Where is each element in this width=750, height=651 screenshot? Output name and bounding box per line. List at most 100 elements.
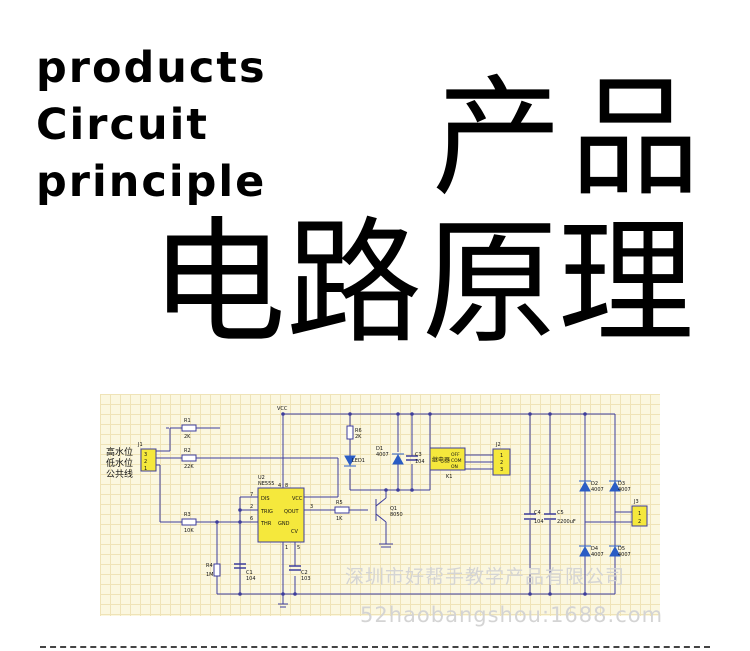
dashed-divider: [40, 646, 710, 648]
u2-pin-2: 2: [250, 504, 253, 510]
r6-value: 2K: [355, 434, 362, 440]
u2-thr: THR: [260, 521, 272, 527]
title-line-2: Circuit: [36, 100, 209, 150]
label-high-water: 高水位: [106, 446, 133, 458]
j2-connector-body: [492, 448, 511, 476]
r6-resistor: [346, 425, 354, 440]
relay-ref: K1: [446, 474, 452, 480]
u2-dis: DIS: [261, 496, 270, 502]
u2-gnd: GND: [278, 521, 290, 527]
d2-ref: D2: [591, 481, 598, 487]
u2-pin-3: 3: [310, 504, 313, 510]
u2-qout: QOUT: [284, 509, 300, 515]
c1-value: 104: [246, 576, 256, 582]
r2-resistor: [181, 454, 197, 462]
r3-resistor: [181, 518, 197, 526]
relay-off: OFF: [451, 452, 460, 458]
title-line-3: principle: [36, 157, 267, 207]
j1-pin-2: 2: [144, 459, 147, 465]
j1-ref: J1: [137, 442, 143, 448]
j3-connector-body: [631, 505, 648, 527]
r5-resistor: [334, 506, 350, 514]
led1-ref: LED1: [352, 458, 365, 464]
d2-value: 4007: [591, 487, 604, 493]
c5-value: 2200uF: [557, 519, 576, 525]
c2-value: 103: [301, 576, 311, 582]
d3-value: 4007: [618, 487, 631, 493]
j3-ref: J3: [633, 499, 639, 505]
c4-value: 104: [534, 519, 544, 525]
j1-pin-3: 3: [144, 452, 147, 458]
u2-pin-5: 5: [297, 545, 300, 551]
watermark-url: 52haobangshou:1688.com: [360, 603, 664, 627]
r4-ref: R4: [206, 563, 213, 569]
schematic-labels: 高水位 低水位 公共线 J1 3 2 1 R1 2K R2 22K R3 10K…: [106, 406, 641, 582]
watermark-company: 深圳市好帮手教学产品有限公司: [345, 566, 626, 588]
label-common: 公共线: [106, 468, 133, 480]
c4-ref: C4: [534, 510, 541, 516]
u2-pin-1: 1: [285, 545, 288, 551]
u2-cv: CV: [291, 529, 298, 535]
r1-value: 2K: [184, 434, 191, 440]
relay-com: COM: [451, 458, 462, 464]
u2-pin-8: 8: [285, 483, 288, 489]
d1-value: 4007: [376, 452, 389, 458]
r2-value: 22K: [184, 464, 194, 470]
u2-pin-7: 7: [250, 492, 253, 498]
d5-diode: [609, 545, 621, 557]
d5-value: 4007: [618, 552, 631, 558]
r3-value: 10K: [184, 528, 194, 534]
j1-pin-1: 1: [144, 466, 147, 472]
d2-diode: [579, 480, 591, 492]
j3-pin-2: 2: [638, 519, 641, 525]
j2-pin-1: 1: [500, 453, 503, 459]
u2-trig: TRIG: [260, 509, 273, 515]
u2-part: NE555: [258, 481, 274, 487]
u2-pin-4: 4: [278, 483, 281, 489]
u2-ref: U2: [258, 475, 265, 481]
diodes: [344, 453, 621, 557]
chinese-title-circuit-principle: 电路原理: [150, 205, 694, 363]
d4-ref: D4: [591, 546, 598, 552]
r4-value: 1M: [206, 572, 214, 578]
r5-value: 1K: [336, 516, 343, 522]
d1-ref: D1: [376, 446, 383, 452]
vcc-label: VCC: [277, 406, 288, 412]
d5-ref: D5: [618, 546, 625, 552]
r1-resistor: [181, 424, 197, 432]
q1-value: 8050: [390, 512, 403, 518]
capacitors: [234, 455, 556, 571]
j3-pin-1: 1: [638, 511, 641, 517]
j1-connector-body: [140, 448, 157, 472]
r6-ref: R6: [355, 428, 362, 434]
relay-on: ON: [451, 464, 458, 470]
j2-pin-3: 3: [500, 467, 503, 473]
circuit-schematic: 高水位 低水位 公共线 J1 3 2 1 R1 2K R2 22K R3 10K…: [100, 394, 660, 616]
resistors: [181, 424, 354, 577]
r3-ref: R3: [184, 512, 191, 518]
relay-label: 继电器: [432, 456, 450, 464]
c3-value: 104: [415, 459, 425, 465]
chinese-title-product: 产品: [432, 62, 709, 214]
r5-ref: R5: [336, 500, 343, 506]
ics: [140, 447, 648, 543]
title-line-1: products: [36, 43, 267, 93]
r4-resistor: [213, 563, 221, 577]
j2-pin-2: 2: [500, 460, 503, 466]
r2-ref: R2: [184, 448, 191, 454]
english-title: products Circuit principle: [36, 40, 267, 211]
junctions: [215, 412, 587, 596]
schematic-svg: 高水位 低水位 公共线 J1 3 2 1 R1 2K R2 22K R3 10K…: [106, 406, 648, 608]
relay-k1-body: [429, 447, 466, 471]
label-low-water: 低水位: [106, 457, 133, 469]
d3-diode: [609, 480, 621, 492]
d4-diode: [579, 545, 591, 557]
d1-diode: [392, 453, 404, 465]
q1-ref: Q1: [390, 506, 397, 512]
c2-ref: C2: [301, 570, 308, 576]
u2-pin-6: 6: [250, 516, 253, 522]
r1-ref: R1: [184, 418, 191, 424]
d4-value: 4007: [591, 552, 604, 558]
d3-ref: D3: [618, 481, 625, 487]
c1-ref: C1: [246, 570, 253, 576]
